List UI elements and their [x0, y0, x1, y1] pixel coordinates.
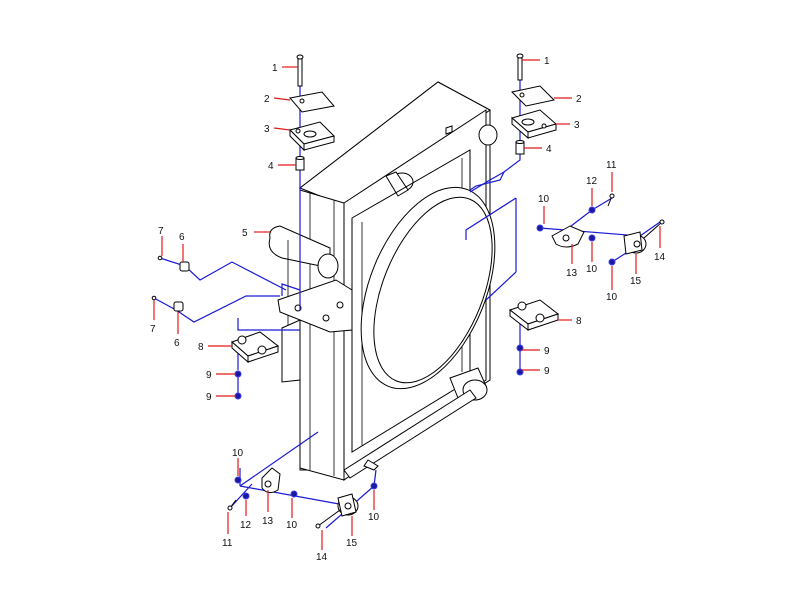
- washer-marker: [516, 368, 524, 376]
- callout-12: 12: [240, 520, 252, 531]
- callout-leaders: [153, 59, 661, 550]
- callout-10: 10: [232, 448, 244, 459]
- callout-8: 8: [576, 316, 582, 327]
- callout-15: 15: [630, 276, 642, 287]
- callout-9: 9: [206, 370, 212, 381]
- callout-10: 10: [368, 512, 380, 523]
- callout-numbers: 1 2 3 4 5 1 2 3 4 7 6 7 6 8 9 9 8 9 9 10…: [150, 56, 666, 563]
- callout-6: 6: [179, 232, 185, 243]
- callout-9: 9: [544, 366, 550, 377]
- washer-marker: [588, 206, 596, 214]
- hardware-parts: [151, 53, 665, 529]
- washer-markers: [234, 206, 616, 500]
- callout-1: 1: [272, 63, 278, 74]
- callout-10: 10: [606, 292, 618, 303]
- washer-marker: [290, 490, 298, 498]
- callout-9: 9: [544, 346, 550, 357]
- washer-marker: [242, 492, 250, 500]
- callout-5: 5: [242, 228, 248, 239]
- callout-2: 2: [576, 94, 582, 105]
- washer-marker: [536, 224, 544, 232]
- callout-7: 7: [150, 324, 156, 335]
- washer-marker: [516, 344, 524, 352]
- callout-13: 13: [262, 516, 274, 527]
- callout-10: 10: [586, 264, 598, 275]
- callout-14: 14: [654, 252, 666, 263]
- washer-marker: [608, 258, 616, 266]
- washer-marker: [588, 234, 596, 242]
- callout-14: 14: [316, 552, 328, 563]
- callout-13: 13: [566, 268, 578, 279]
- callout-10: 10: [538, 194, 550, 205]
- callout-4: 4: [268, 161, 274, 172]
- callout-7: 7: [158, 226, 164, 237]
- callout-15: 15: [346, 538, 358, 549]
- callout-12: 12: [586, 176, 598, 187]
- callout-2: 2: [264, 94, 270, 105]
- callout-4: 4: [546, 144, 552, 155]
- callout-8: 8: [198, 342, 204, 353]
- callout-1: 1: [544, 56, 550, 67]
- radiator-assembly: [268, 81, 498, 481]
- washer-marker: [234, 476, 242, 484]
- washer-marker: [370, 482, 378, 490]
- callout-6: 6: [174, 338, 180, 349]
- callout-11: 11: [222, 538, 233, 549]
- callout-3: 3: [574, 120, 580, 131]
- callout-11: 11: [606, 160, 617, 171]
- callout-3: 3: [264, 124, 270, 135]
- callout-10: 10: [286, 520, 298, 531]
- callout-9: 9: [206, 392, 212, 403]
